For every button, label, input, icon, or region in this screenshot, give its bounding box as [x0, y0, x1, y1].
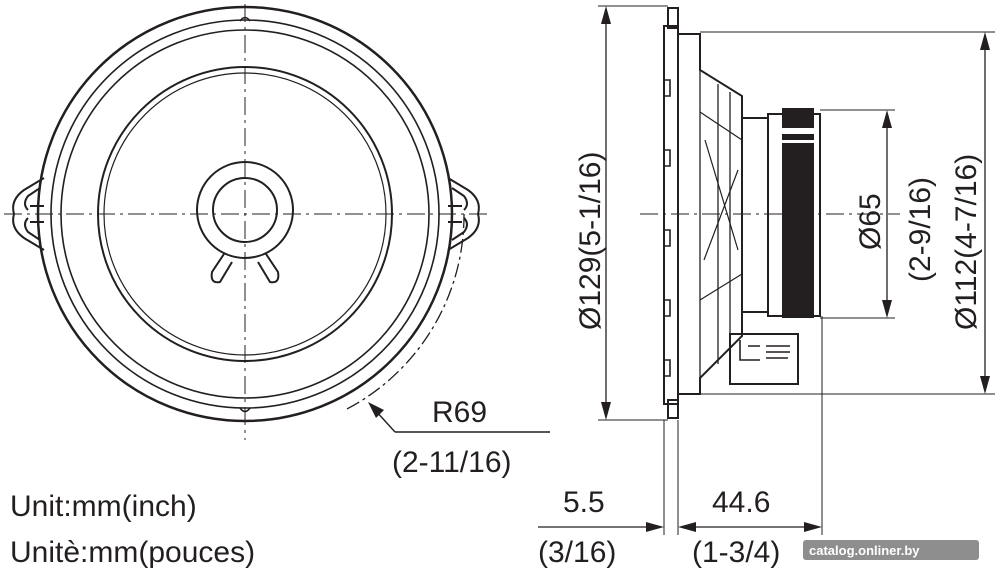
mount-depth-arrow [804, 522, 822, 532]
cutout-diameter-label: Ø112(4-7/16) [950, 154, 983, 330]
magnet-diameter-arrow-top [882, 110, 892, 128]
radius-arc [344, 213, 465, 411]
radius-arrowhead [368, 402, 384, 418]
tweeter-dome [212, 177, 278, 243]
magnet-diameter-label: Ø65 [854, 193, 887, 250]
tweeter-support-legs [210, 253, 280, 284]
surround-ring [60, 29, 430, 399]
outer-diameter-arrow-top [601, 6, 611, 24]
radius-label-inch: (2-11/16) [392, 446, 512, 479]
magnet-core [782, 108, 814, 318]
front-view: R69 (2-11/16) [4, 4, 550, 479]
unit-label-french: Unitè:mm(pouces) [10, 536, 255, 569]
terminal-block [729, 333, 799, 385]
magnet-stripe [782, 128, 814, 134]
flange-depth-arrow [646, 522, 664, 532]
outer-diameter-arrow-bottom [601, 402, 611, 420]
flange-bottom-clip [667, 399, 679, 419]
magnet-diameter-arrow-bottom [882, 300, 892, 318]
radius-label: R69 [432, 396, 487, 429]
magnet-stripe-2 [782, 140, 814, 143]
watermark-background [803, 540, 979, 560]
flange-depth-label-inch: (3/16) [538, 536, 616, 569]
cutout-diameter-arrow-bottom [980, 376, 990, 394]
magnet-rear-plate [741, 117, 769, 313]
outer-diameter-label: Ø129(5-1/16) [574, 152, 607, 330]
basket-inner [699, 70, 731, 378]
basket-ribs [699, 111, 743, 301]
mount-depth-label: 44.6 [712, 486, 770, 519]
mount-depth-label-inch: (1-3/4) [692, 536, 780, 569]
flange-top-clip [667, 7, 679, 29]
terminal-detail [739, 340, 790, 361]
cutout-diameter-arrow-top [980, 32, 990, 50]
flange-plate [663, 25, 679, 405]
unit-label-english: Unit:mm(inch) [10, 490, 197, 523]
flange-notches [664, 79, 671, 377]
flange-depth-label: 5.5 [563, 486, 605, 519]
watermark-text: catalog.onliner.by [809, 543, 920, 558]
side-view: Ø129(5-1/16) Ø65 (2-9/16) Ø112(4-7/16) 5… [538, 5, 995, 569]
magnet-diameter-label-inch: (2-9/16) [904, 177, 937, 282]
